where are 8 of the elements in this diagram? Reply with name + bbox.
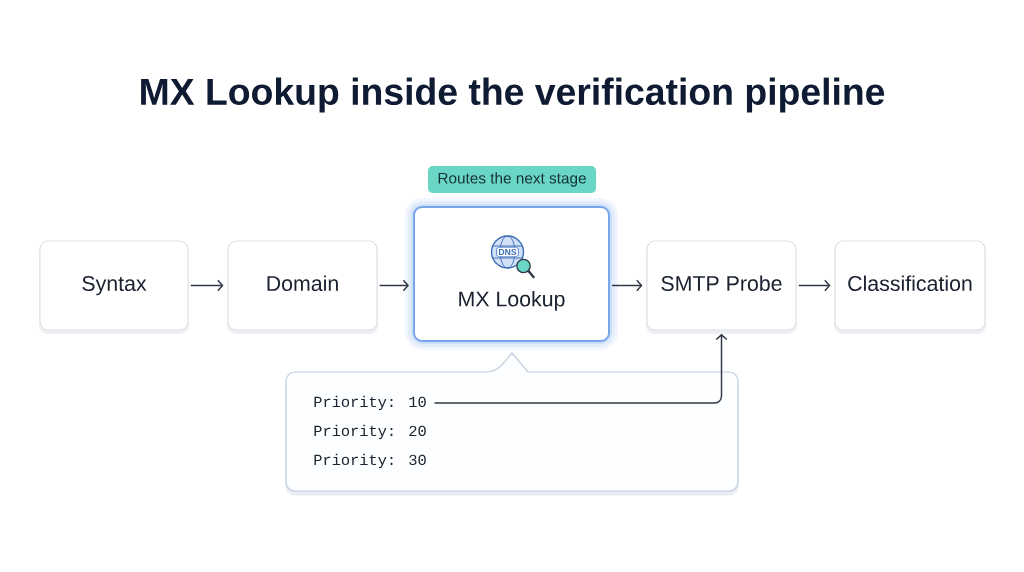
dns-tag: DNS — [496, 246, 519, 258]
process-box: Domain — [227, 240, 378, 334]
title: MX Lookup inside the verification pipeline — [141, 77, 885, 113]
process-box: Syntax — [39, 240, 189, 334]
process-box: Classification — [834, 240, 986, 334]
process-box: SMTP Probe — [646, 240, 797, 334]
label-badge: Routes the next stage — [428, 166, 596, 193]
callout-box: Priority: 10 Priority: 20 Priority: 30 — [285, 352, 739, 496]
